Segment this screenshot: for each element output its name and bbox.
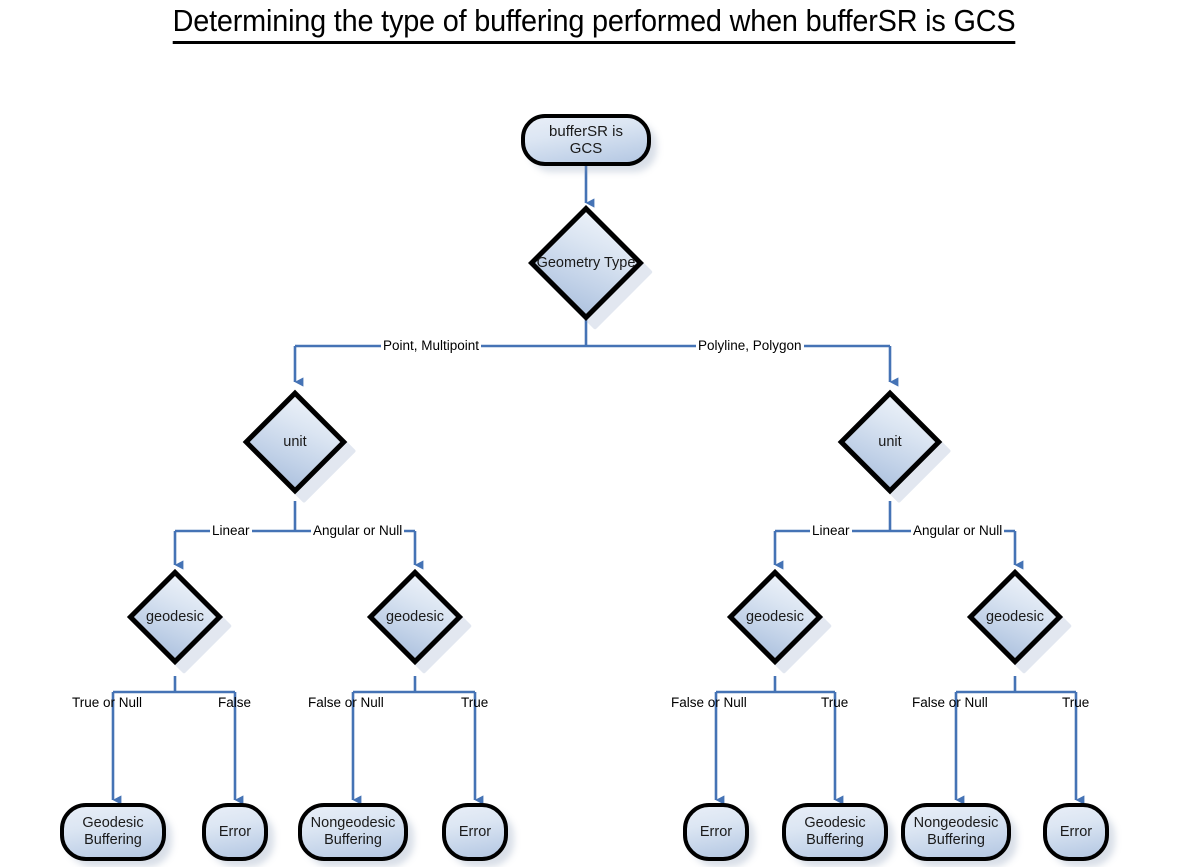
edge-label-g1-true-or-null: True or Null — [72, 695, 143, 710]
node-decision-geodesic-1[interactable]: geodesic — [126, 568, 233, 675]
node-decision-geodesic-3[interactable]: geodesic — [726, 568, 833, 675]
node-result-7-line1: Nongeodesic — [913, 815, 999, 831]
node-geometry-type-label: Geometry Type — [536, 254, 636, 271]
node-geodesic-3-label: geodesic — [745, 608, 805, 625]
node-result-1-line1: Geodesic — [82, 815, 144, 831]
edge-label-g2-true: True — [461, 695, 489, 710]
node-result-error-2[interactable]: Error — [442, 803, 508, 861]
node-decision-geodesic-4[interactable]: geodesic — [966, 568, 1073, 675]
node-result-6-line1: Geodesic — [804, 815, 866, 831]
node-decision-geodesic-2[interactable]: geodesic — [366, 568, 473, 675]
node-result-4-line1: Error — [458, 823, 492, 840]
node-geodesic-1-label: geodesic — [145, 608, 205, 625]
node-start-label: bufferSR is GCS — [549, 123, 623, 157]
node-result-geodesic-buffering-2[interactable]: Geodesic Buffering — [782, 803, 888, 861]
node-result-3-line1: Nongeodesic — [310, 815, 396, 831]
page-title: Determining the type of buffering perfor… — [42, 2, 1147, 44]
node-decision-geometry-type[interactable]: Geometry Type — [528, 205, 653, 330]
edge-label-g2-false-or-null: False or Null — [308, 695, 384, 710]
node-result-8-line1: Error — [1059, 823, 1093, 840]
node-geodesic-2-label: geodesic — [385, 608, 445, 625]
edge-label-g3-true: True — [821, 695, 849, 710]
edge-label-polyline-polygon: Polyline, Polygon — [696, 338, 804, 354]
node-result-error-4[interactable]: Error — [1043, 803, 1109, 861]
node-result-3-line2: Buffering — [324, 832, 382, 848]
node-unit-left-label: unit — [283, 433, 307, 450]
node-result-6-line2: Buffering — [806, 832, 864, 848]
edge-label-unit-right-linear: Linear — [810, 523, 852, 539]
node-decision-unit-right[interactable]: unit — [837, 389, 952, 504]
node-result-nongeodesic-buffering-1[interactable]: Nongeodesic Buffering — [298, 803, 408, 861]
edge-label-unit-left-angular: Angular or Null — [311, 523, 405, 539]
node-result-nongeodesic-buffering-2[interactable]: Nongeodesic Buffering — [901, 803, 1011, 861]
edge-label-unit-left-linear: Linear — [210, 523, 252, 539]
node-result-geodesic-buffering-1[interactable]: Geodesic Buffering — [60, 803, 166, 861]
node-result-error-3[interactable]: Error — [683, 803, 749, 861]
node-result-1-line2: Buffering — [84, 832, 142, 848]
node-decision-unit-left[interactable]: unit — [242, 389, 357, 504]
edge-label-g4-false-or-null: False or Null — [912, 695, 988, 710]
page-title-text: Determining the type of buffering perfor… — [172, 2, 1016, 44]
node-result-error-1[interactable]: Error — [202, 803, 268, 861]
node-geodesic-4-label: geodesic — [985, 608, 1045, 625]
node-result-2-line1: Error — [218, 823, 252, 840]
edge-label-unit-right-angular: Angular or Null — [911, 523, 1005, 539]
node-unit-right-label: unit — [878, 433, 902, 450]
edge-label-g4-true: True — [1062, 695, 1090, 710]
edge-label-g1-false: False — [218, 695, 252, 710]
node-result-7-line2: Buffering — [927, 832, 985, 848]
edge-label-g3-false-or-null: False or Null — [671, 695, 747, 710]
node-start-buffersr-is-gcs[interactable]: bufferSR is GCS — [521, 114, 651, 166]
edge-label-point-multipoint: Point, Multipoint — [381, 338, 482, 354]
node-result-5-line1: Error — [699, 823, 733, 840]
